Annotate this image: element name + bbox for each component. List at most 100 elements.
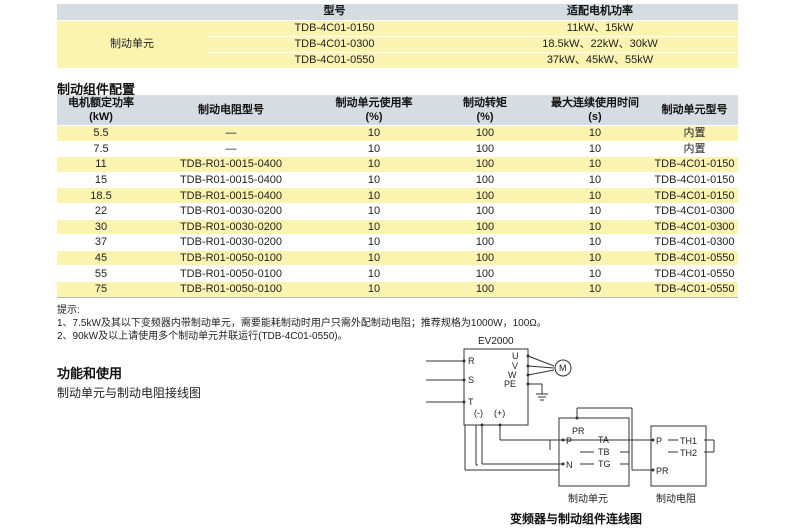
header-line: 制动单元型号 [661, 104, 728, 116]
usage-rate-cell: 10 [317, 140, 431, 157]
unit-power-cell: 18.5kW、22kW、30kW [462, 36, 738, 53]
max-time-cell: 10 [539, 140, 651, 157]
unit-model-cell: TDB-4C01-0300 [651, 234, 738, 251]
unit-table-header-power: 适配电机功率 [462, 4, 738, 21]
terminal-s: S [468, 375, 474, 385]
motor-power-cell: 22 [57, 202, 145, 220]
unit-table-header-blank [57, 4, 207, 21]
max-time-cell: 10 [539, 249, 651, 266]
function-section-subtitle: 制动单元与制动电阻接线图 [57, 386, 202, 400]
resistor-model-cell: TDB-R01-0015-0400 [145, 156, 317, 173]
unit-terminal-tb: TB [598, 447, 610, 457]
brake-resistor-label: 制动电阻 [656, 492, 696, 505]
resistor-model-cell: TDB-R01-0015-0400 [145, 171, 317, 188]
max-time-cell: 10 [539, 202, 651, 220]
brake-torque-cell: 100 [431, 156, 539, 173]
brake-torque-cell: 100 [431, 234, 539, 251]
brake-torque-cell: 100 [431, 125, 539, 142]
terminal-v: V [512, 361, 518, 371]
unit-model-cell: TDB-4C01-0550 [651, 280, 738, 298]
brake-unit-label: 制动单元 [568, 492, 608, 505]
unit-model-cell: 内置 [651, 140, 738, 157]
header-brake-torque: 制动转矩(%) [431, 95, 539, 126]
config-section-title: 制动组件配置 [57, 82, 136, 97]
terminal-t: T [468, 397, 474, 407]
unit-terminal-ta: TA [598, 435, 609, 445]
header-line: 制动转矩 [463, 97, 507, 109]
header-line: 制动电阻型号 [198, 104, 264, 116]
inverter-label: EV2000 [478, 336, 514, 347]
resistor-model-cell: TDB-R01-0050-0100 [145, 265, 317, 282]
note-item: 2、90kW及以上请使用多个制动单元并联运行(TDB-4C01-0550)。 [57, 331, 348, 342]
resistor-model-cell: TDB-R01-0030-0200 [145, 202, 317, 220]
max-time-cell: 10 [539, 265, 651, 282]
motor-power-cell: 11 [57, 156, 145, 173]
brake-torque-cell: 100 [431, 265, 539, 282]
motor-symbol [554, 359, 572, 377]
brake-config-table: 电机额定功率(kW) 制动电阻型号 制动单元使用率(%) 制动转矩(%) 最大连… [57, 95, 738, 298]
header-line: 制动单元使用率 [335, 97, 413, 109]
unit-model-cell: TDB-4C01-0300 [651, 202, 738, 220]
inverter-box [463, 348, 529, 426]
resistor-model-cell: — [145, 125, 317, 142]
brake-torque-cell: 100 [431, 249, 539, 266]
max-time-cell: 10 [539, 171, 651, 188]
header-unit: (kW) [89, 111, 113, 123]
table-row: TDB-4C01-0300 18.5kW、22kW、30kW [57, 36, 738, 53]
resistor-terminal-p: P [656, 436, 662, 446]
terminal-u: U [512, 351, 519, 361]
unit-model-cell: TDB-4C01-0300 [207, 36, 462, 53]
max-time-cell: 10 [539, 280, 651, 298]
motor-power-cell: 30 [57, 218, 145, 235]
header-unit-model: 制动单元型号 [651, 95, 738, 126]
table-row: 制动单元 TDB-4C01-0150 11kW、15kW [57, 20, 738, 69]
brake-resistor-box [650, 425, 707, 487]
brake-torque-cell: 100 [431, 218, 539, 235]
resistor-terminal-th1: TH1 [680, 436, 697, 446]
max-time-cell: 10 [539, 234, 651, 251]
unit-terminal-pr: PR [572, 426, 585, 436]
motor-power-cell: 7.5 [57, 140, 145, 157]
motor-power-cell: 55 [57, 265, 145, 282]
unit-table-header: 型号 适配电机功率 [57, 4, 738, 21]
usage-rate-cell: 10 [317, 202, 431, 220]
max-time-cell: 10 [539, 156, 651, 173]
unit-terminal-n: N [566, 460, 573, 470]
terminal-dots [462, 354, 655, 472]
usage-rate-cell: 10 [317, 125, 431, 142]
table-row: TDB-4C01-0550 37kW、45kW、55kW [57, 52, 738, 69]
unit-terminal-tg: TG [598, 459, 611, 469]
diagram-caption: 变频器与制动组件连线图 [510, 512, 643, 526]
motor-power-cell: 18.5 [57, 187, 145, 204]
terminal-r: R [468, 356, 475, 366]
resistor-terminal-th2: TH2 [680, 448, 697, 458]
usage-rate-cell: 10 [317, 156, 431, 173]
unit-model-cell: TDB-4C01-0550 [651, 265, 738, 282]
max-time-cell: 10 [539, 218, 651, 235]
unit-model-cell: 内置 [651, 125, 738, 142]
unit-model-cell: TDB-4C01-0150 [651, 171, 738, 188]
brake-torque-cell: 100 [431, 187, 539, 204]
unit-model-cell: TDB-4C01-0550 [651, 249, 738, 266]
unit-model-cell: TDB-4C01-0150 [207, 20, 462, 37]
unit-terminal-p: P [566, 436, 572, 446]
unit-model-cell: TDB-4C01-0150 [651, 187, 738, 204]
wiring-diagram: EV2000 R S T U V W PE M (-) (+) PR P TA … [420, 330, 740, 528]
unit-model-cell: TDB-4C01-0300 [651, 218, 738, 235]
motor-label: M [559, 363, 567, 373]
resistor-model-cell: TDB-R01-0015-0400 [145, 187, 317, 204]
header-motor-power: 电机额定功率(kW) [57, 95, 145, 126]
wiring-diagram-svg: EV2000 R S T U V W PE M (-) (+) PR P TA … [426, 336, 715, 505]
resistor-model-cell: TDB-R01-0050-0100 [145, 249, 317, 266]
max-time-cell: 10 [539, 187, 651, 204]
usage-rate-cell: 10 [317, 234, 431, 251]
brake-torque-cell: 100 [431, 140, 539, 157]
